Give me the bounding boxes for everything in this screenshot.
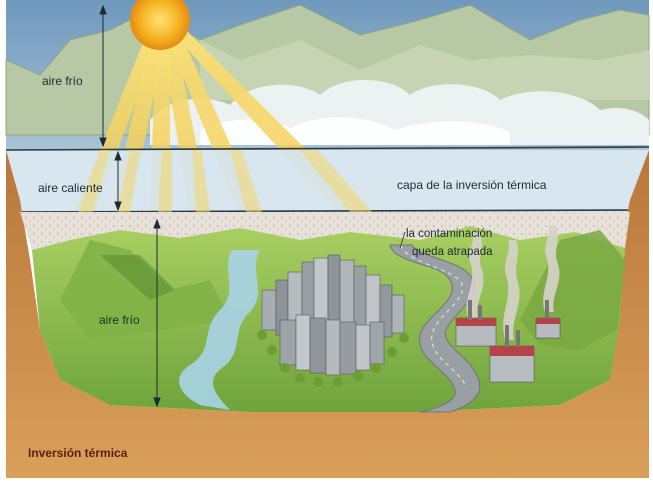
inversion-top-line	[5, 146, 650, 151]
label-pollution-line2: queda atrapada	[412, 246, 493, 258]
label-pollution-line1: la contaminación	[406, 228, 492, 240]
sun-icon	[130, 0, 190, 50]
cold-air-bottom-arrow	[153, 218, 161, 408]
cold-air-top-arrow	[99, 4, 107, 148]
inversion-bottom-line	[5, 209, 650, 213]
warm-air-arrow	[114, 150, 122, 212]
smoke-plumes	[466, 225, 560, 340]
factories	[455, 300, 561, 383]
city-buildings	[261, 254, 405, 376]
city-trees	[257, 330, 409, 387]
label-inversion-layer: capa de la inversión térmica	[397, 178, 547, 192]
caption: Inversión térmica	[28, 446, 128, 460]
road-centerline	[400, 244, 467, 389]
soil-cross-section	[6, 150, 649, 478]
polluted-air-layer	[20, 212, 630, 250]
label-cold-air-top: aire frío	[42, 74, 83, 88]
river	[179, 250, 260, 410]
pollution-pointer	[399, 231, 406, 249]
label-warm-air: aire caliente	[38, 181, 103, 195]
left-hill-shadow	[100, 255, 175, 300]
label-cold-air-bottom: aire frío	[99, 313, 140, 327]
mountain-shadow	[200, 40, 649, 100]
sun-rays-in-band	[78, 150, 372, 212]
